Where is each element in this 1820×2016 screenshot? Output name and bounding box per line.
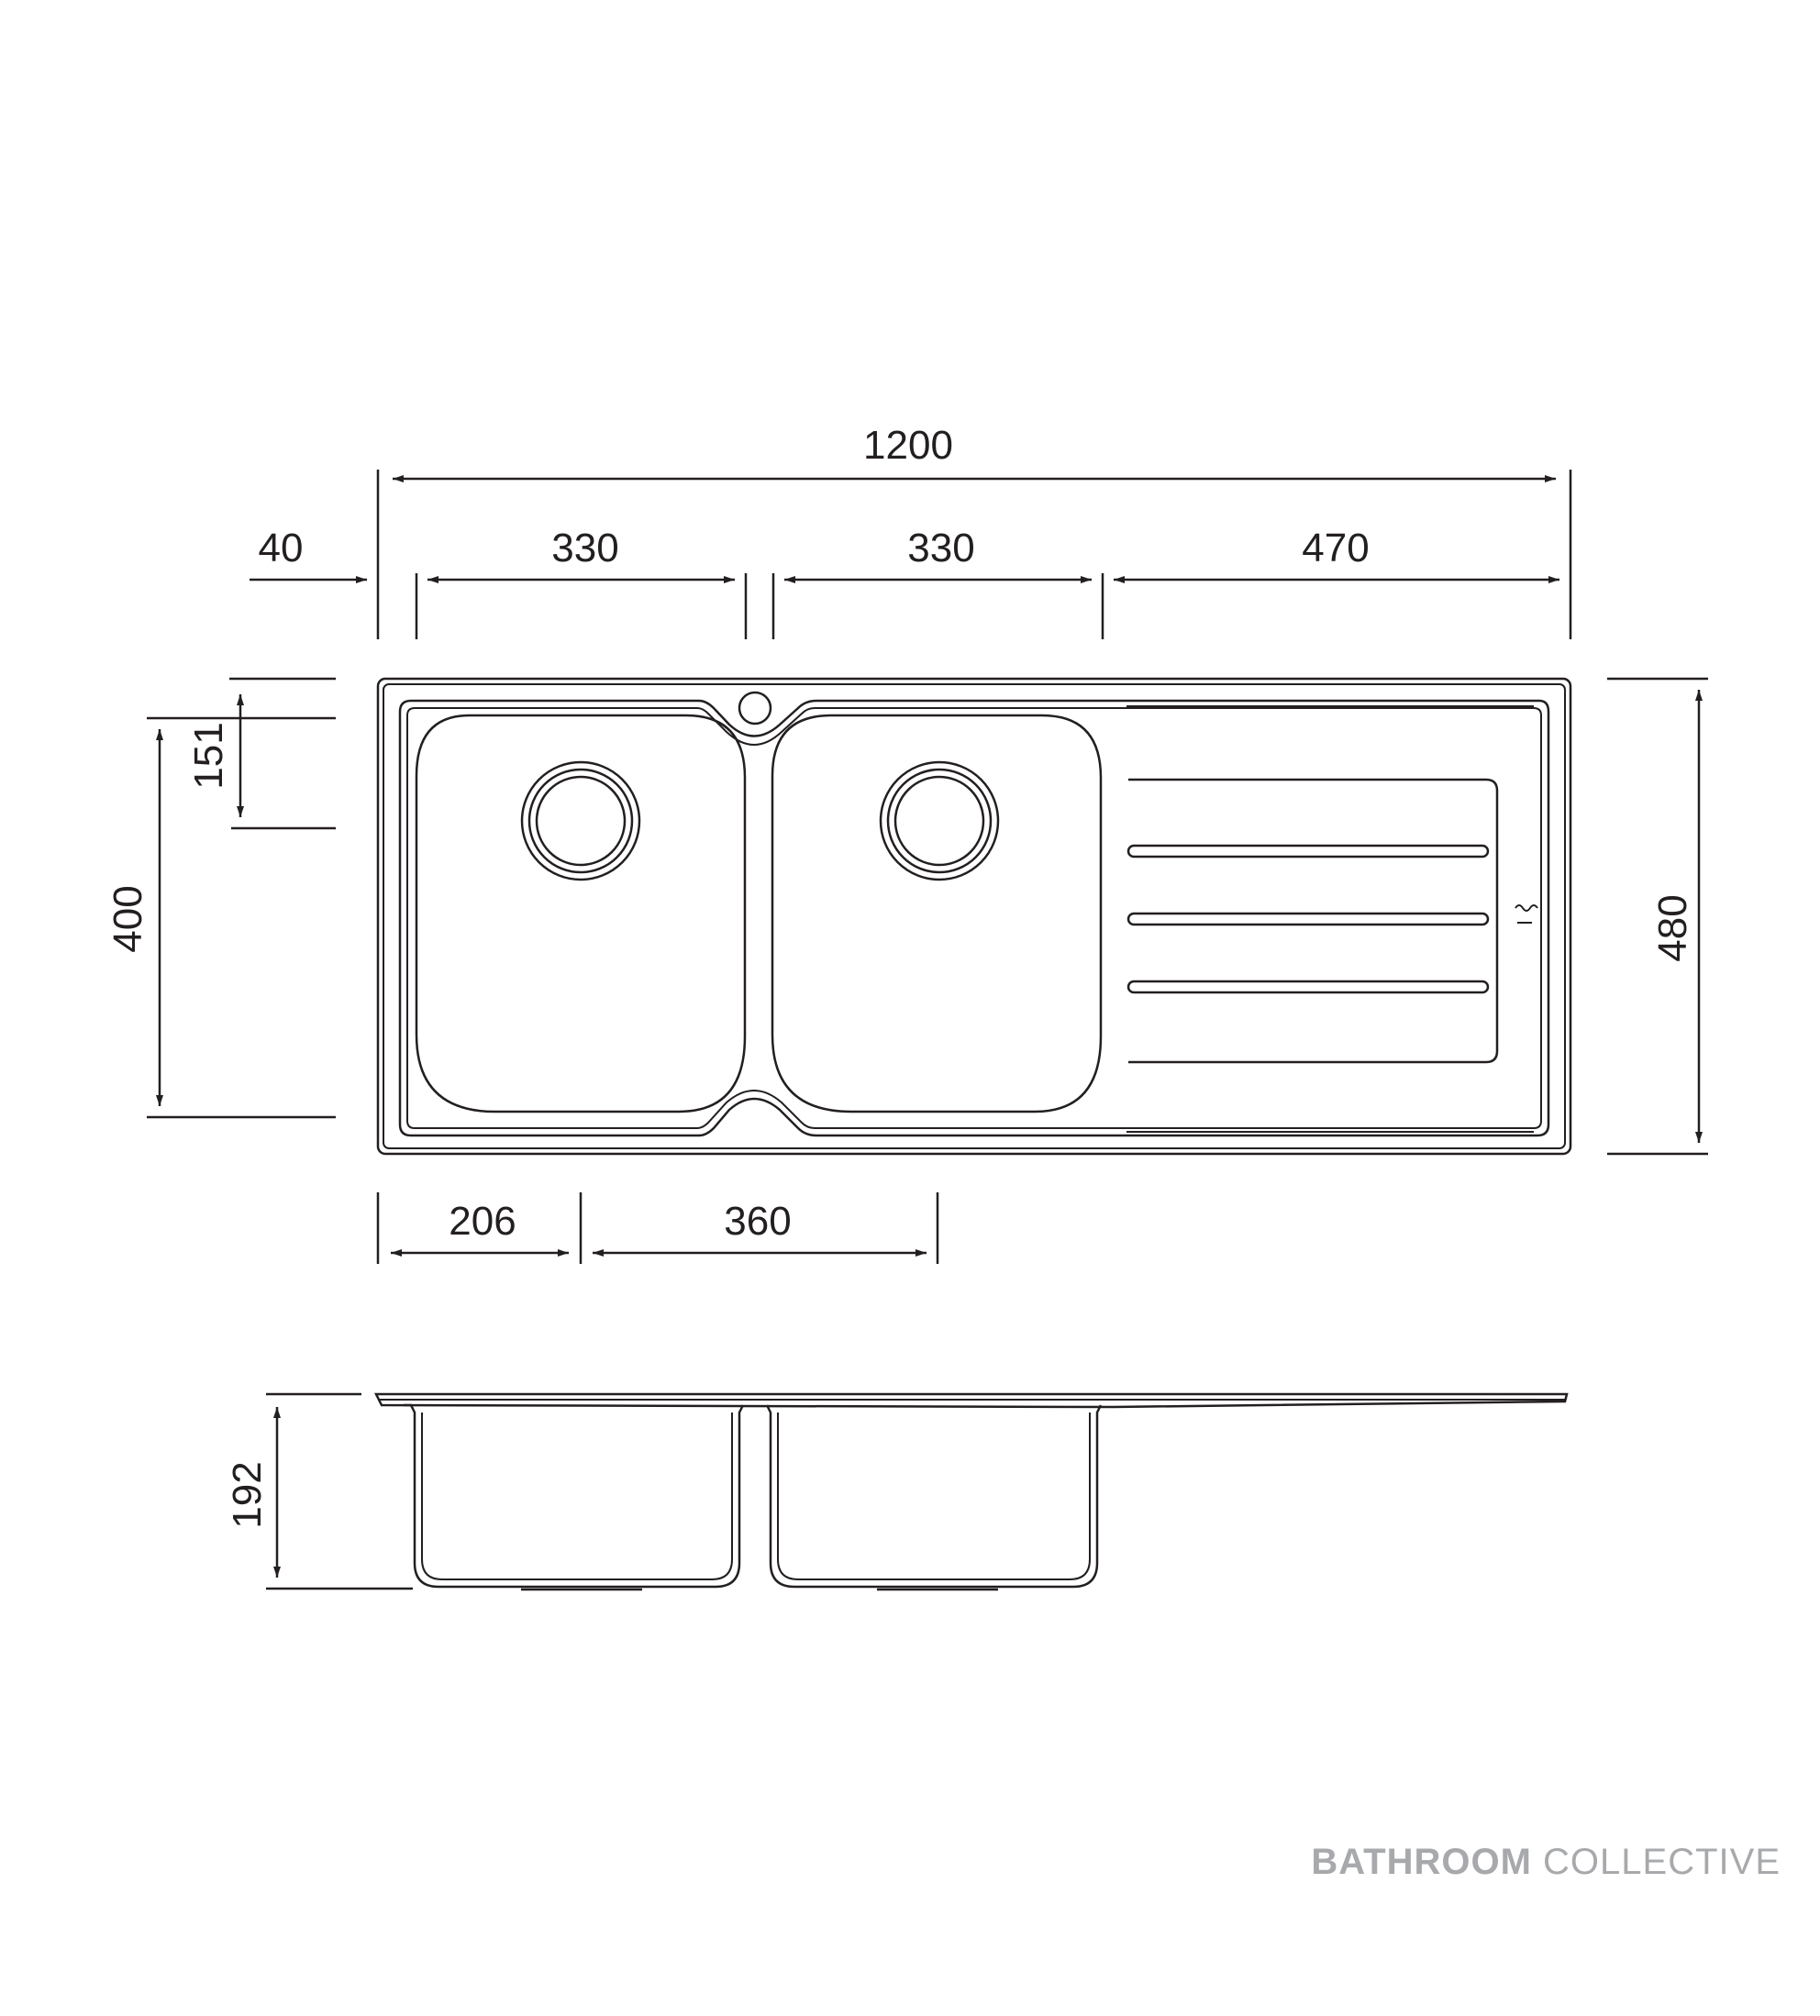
bowl-left: [415, 714, 747, 1113]
sink-inner-rim-line: [406, 707, 1542, 1129]
side-view-bowl-right: [765, 1404, 1103, 1589]
dimension-label-bowl-depth: 192: [225, 1461, 270, 1528]
dimension-label-bowl-length: 400: [105, 885, 150, 952]
sink-plan-view: [376, 677, 1572, 1156]
dimension-label-tap-offset: 40: [259, 526, 304, 570]
left-dimensions: 151 400: [105, 677, 336, 1119]
bowl-right: [771, 714, 1103, 1113]
side-view-top-plate: [373, 1392, 1569, 1409]
side-view-bowl-left-inner: [421, 1412, 733, 1580]
dimension-label-bowl-right-width: 330: [907, 526, 974, 570]
tap-hole: [738, 691, 772, 726]
brand-signature-mark: [1515, 904, 1538, 924]
brand-name-bold: BATHROOM: [1311, 1842, 1532, 1882]
sink-side-view: 192: [225, 1392, 1569, 1591]
drainer-rib-3: [1126, 980, 1490, 994]
sink-inner-rim: [398, 699, 1550, 1137]
drainer-rim: [1126, 705, 1534, 1133]
bowl-right-waste-inner: [893, 775, 985, 867]
dimension-label-overall-depth: 480: [1650, 894, 1695, 961]
bowl-left-waste-rim: [527, 768, 634, 874]
drainer-board: [1128, 778, 1499, 1064]
dimension-label-bowl-left-width: 330: [551, 526, 618, 570]
sink-outer-edge-inner: [383, 683, 1566, 1149]
dimension-label-drainer-width: 470: [1302, 526, 1369, 570]
drainer-rib-1: [1126, 844, 1490, 858]
top-dimensions: 1200 40 330 330 470: [250, 423, 1572, 639]
sink-outer-edge: [376, 677, 1572, 1156]
bowl-left-waste-inner: [535, 775, 627, 867]
brand-name-light: COLLECTIVE: [1543, 1842, 1781, 1882]
drainer-rib-2: [1126, 912, 1490, 926]
bowl-right-waste-outer: [879, 760, 1000, 881]
bowl-right-waste-rim: [886, 768, 993, 874]
dimension-label-waste-left-offset: 206: [449, 1199, 516, 1244]
side-view-bowl-left: [404, 1403, 745, 1589]
dimension-label-overall-width: 1200: [863, 423, 953, 468]
side-view-bowl-right-inner: [777, 1412, 1091, 1580]
right-dimensions: 480: [1607, 677, 1708, 1156]
dimension-label-tap-hole-depth: 151: [186, 722, 231, 789]
bowl-left-waste-outer: [520, 760, 641, 881]
dimension-label-waste-spacing: 360: [724, 1199, 791, 1244]
bottom-dimensions: 206 360: [376, 1192, 939, 1264]
brand-logo: BATHROOM COLLECTIVE: [1311, 1842, 1781, 1883]
